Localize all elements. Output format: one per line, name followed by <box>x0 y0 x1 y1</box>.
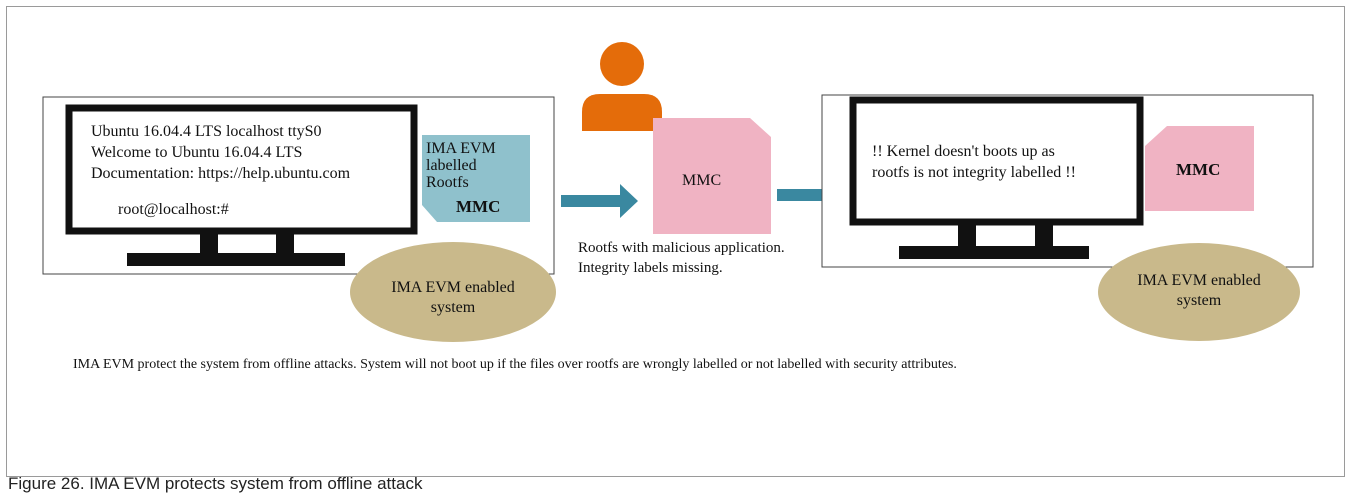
diagram-description: IMA EVM protect the system from offline … <box>73 357 957 372</box>
middle-mmc-label: MMC <box>682 172 722 189</box>
figure-frame <box>6 6 1345 477</box>
middle-note: Rootfs with malicious application. Integ… <box>578 238 785 278</box>
right-mmc-card <box>1145 126 1254 211</box>
left-mmc-card <box>422 135 530 222</box>
left-terminal-text: Ubuntu 16.04.4 LTS localhost ttyS0 Welco… <box>91 121 350 184</box>
terminal-line: Ubuntu 16.04.4 LTS localhost ttyS0 <box>91 123 322 140</box>
left-monitor-neck-right <box>276 234 294 254</box>
figure-caption: Figure 26. IMA EVM protects system from … <box>8 474 423 493</box>
system-label-line: system <box>1176 292 1222 309</box>
right-monitor-message: !! Kernel doesn't boots up as rootfs is … <box>872 141 1076 183</box>
terminal-prompt: root@localhost:# <box>118 201 229 218</box>
left-mmc-label: MMC <box>456 197 501 216</box>
left-monitor-screen <box>65 104 418 235</box>
right-monitor-neck-left <box>958 225 976 247</box>
message-line: rootfs is not integrity labelled !! <box>872 164 1076 181</box>
arrow-left-to-middle <box>561 184 638 218</box>
right-system-label: IMA EVM enabled system <box>1099 271 1299 311</box>
middle-mmc-card <box>653 118 771 234</box>
left-monitor-neck-left <box>200 234 218 254</box>
mmc-card-line: IMA EVM <box>426 140 496 157</box>
right-monitor-neck-right <box>1035 225 1053 247</box>
left-monitor-base <box>127 253 345 266</box>
terminal-line: Documentation: https://help.ubuntu.com <box>91 165 351 182</box>
left-system-label: IMA EVM enabled system <box>353 278 553 318</box>
left-system-ellipse <box>350 242 556 342</box>
right-monitor-screen <box>849 96 1144 226</box>
message-line: !! Kernel doesn't boots up as <box>872 143 1055 160</box>
right-monitor-base <box>899 246 1089 259</box>
mmc-card-line: Rootfs <box>426 174 469 191</box>
mmc-card-line: labelled <box>426 157 477 174</box>
terminal-line: Welcome to Ubuntu 16.04.4 LTS <box>91 144 303 161</box>
note-line: Rootfs with malicious application. <box>578 240 785 256</box>
system-label-line: IMA EVM enabled <box>391 279 515 296</box>
note-line: Integrity labels missing. <box>578 260 723 276</box>
right-mmc-label: MMC <box>1176 160 1221 179</box>
system-label-line: system <box>430 299 476 316</box>
system-label-line: IMA EVM enabled <box>1137 272 1261 289</box>
person-icon <box>582 42 662 131</box>
left-mmc-card-text: IMA EVM labelled Rootfs <box>426 140 496 191</box>
right-system-ellipse <box>1098 243 1300 341</box>
